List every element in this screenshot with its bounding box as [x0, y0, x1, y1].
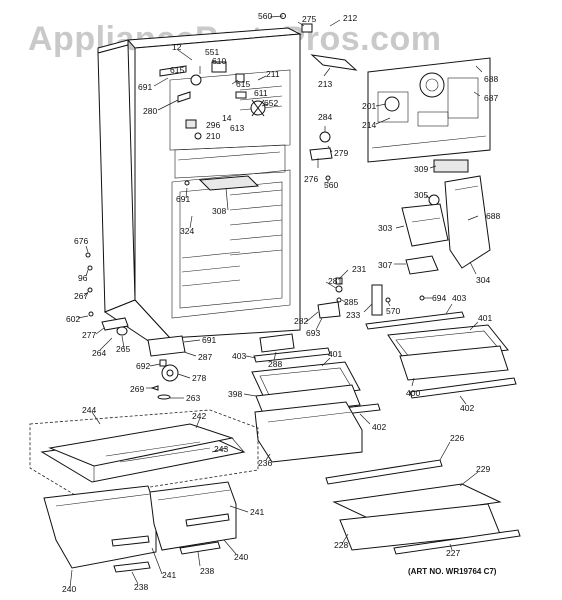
callout: 304: [476, 275, 490, 285]
glass-shelf: [325, 459, 521, 555]
callout: 96: [78, 273, 88, 283]
art-number: (ART NO. WR19764 C7): [408, 567, 497, 576]
callout: 211: [266, 69, 280, 79]
shelves: [251, 311, 517, 463]
callout: 288: [268, 359, 282, 369]
callout: 398: [228, 389, 242, 399]
callout: 228: [334, 540, 348, 550]
callout: 693: [306, 328, 320, 338]
air-duct-assembly: [401, 175, 491, 275]
callout: 280: [143, 106, 157, 116]
rear-cover-panel: [367, 57, 491, 173]
callout: 284: [318, 112, 332, 122]
hardware-parts: [85, 13, 425, 400]
callout: 238: [134, 582, 148, 592]
callout: 277: [82, 330, 96, 340]
callout: 402: [460, 403, 474, 413]
callout: 324: [180, 226, 194, 236]
callout: 229: [476, 464, 490, 474]
callout: 688: [486, 211, 500, 221]
callout: 241: [250, 507, 264, 517]
callout: 243: [214, 444, 228, 454]
callout: 296: [206, 120, 220, 130]
callout: 226: [450, 433, 464, 443]
callout: 242: [192, 411, 206, 421]
callout: 231: [352, 264, 366, 274]
callout: 691: [202, 335, 216, 345]
callout: 400: [406, 388, 420, 398]
callout: 403: [452, 293, 466, 303]
callout: 214: [362, 120, 376, 130]
callout: 281: [328, 276, 342, 286]
callout: 692: [136, 361, 150, 371]
callout: 278: [192, 373, 206, 383]
callout: 308: [212, 206, 226, 216]
callout: 210: [206, 131, 220, 141]
callout: 240: [62, 584, 76, 594]
callout: 287: [198, 352, 212, 362]
crisper-cover-assembly: [29, 409, 259, 499]
callout: 213: [318, 79, 332, 89]
crisper-drawers: [43, 481, 237, 573]
callout: 403: [232, 351, 246, 361]
callout: 236: [258, 458, 272, 468]
callout: 238: [200, 566, 214, 576]
callout: 227: [446, 548, 460, 558]
callout: 551: [205, 47, 219, 57]
callout: 285: [344, 297, 358, 307]
callout: 691: [138, 82, 152, 92]
callout: 694: [432, 293, 446, 303]
callout: 688: [484, 74, 498, 84]
callout: 615: [170, 65, 184, 75]
callout: 602: [66, 314, 80, 324]
callout: 560: [258, 11, 272, 21]
callout: 265: [116, 344, 130, 354]
leader-lines: [69, 15, 483, 589]
callout: 212: [343, 13, 357, 23]
callout: 305: [414, 190, 428, 200]
callout: 12: [172, 42, 182, 52]
callout: 244: [82, 405, 96, 415]
callout: 233: [346, 310, 360, 320]
callout: 240: [234, 552, 248, 562]
callout: 267: [74, 291, 88, 301]
callout: 309: [414, 164, 428, 174]
callout: 687: [484, 93, 498, 103]
refrigerator-cabinet: [97, 27, 302, 343]
callout: 263: [186, 393, 200, 403]
callout: 402: [372, 422, 386, 432]
callout: 201: [362, 101, 376, 111]
callout: 303: [378, 223, 392, 233]
callout: 279: [334, 148, 348, 158]
callout: 610: [212, 56, 226, 66]
callout: 615: [236, 79, 250, 89]
callout: 570: [386, 306, 400, 316]
callout: 401: [328, 349, 342, 359]
callout: 14: [222, 113, 232, 123]
callout: 264: [92, 348, 106, 358]
callout: 282: [294, 316, 308, 326]
callout: 691: [176, 194, 190, 204]
callout: 307: [378, 260, 392, 270]
callout: 611: [254, 88, 268, 98]
callout: 269: [130, 384, 144, 394]
callout: 275: [302, 14, 316, 24]
callout: 241: [162, 570, 176, 580]
callout: 613: [230, 123, 244, 133]
callout: 276: [304, 174, 318, 184]
callout: 401: [478, 313, 492, 323]
callout: 652: [264, 98, 278, 108]
callout-labels: 560 275 212 12 551 610 615 615 211 611 6…: [62, 11, 500, 594]
callout: 560: [324, 180, 338, 190]
callout: 676: [74, 236, 88, 246]
